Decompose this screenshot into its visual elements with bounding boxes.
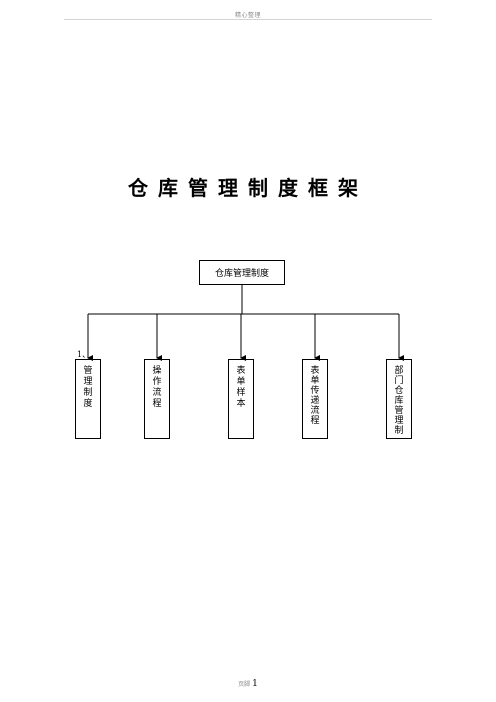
org-chart-child-department-warehouse-rules: 部门仓库管理制 [386, 359, 412, 439]
child-label-char: 度 [83, 399, 93, 409]
child-label-char: 理 [83, 377, 93, 387]
child-label-char: 程 [310, 416, 320, 426]
org-chart-child-form-samples: 表单样本 [228, 359, 254, 439]
child-label: 表单样本 [229, 366, 253, 410]
org-chart-root-label: 仓库管理制度 [214, 269, 269, 279]
child-label: 管理制度 [76, 366, 100, 410]
header-rule [64, 19, 432, 20]
org-chart-root-box: 仓库管理制度 [199, 260, 285, 285]
child-label-char: 理 [394, 416, 404, 426]
child-label-char: 表 [310, 366, 320, 376]
list-marker: 1、 [77, 350, 91, 359]
footer-label: 页脚 [238, 681, 251, 688]
child-label-char: 管 [83, 366, 93, 376]
child-label: 部门仓库管理制 [387, 366, 411, 436]
child-label: 操作流程 [145, 366, 169, 410]
child-label-char: 样 [236, 388, 246, 398]
child-label-char: 单 [236, 377, 246, 387]
child-label-char: 流 [310, 406, 320, 416]
child-label-char: 部 [394, 366, 404, 376]
org-chart-child-form-transfer-flow: 表单传递流程 [302, 359, 328, 439]
document-title: 仓库管理制度框架 [128, 176, 368, 200]
child-label-char: 作 [152, 377, 162, 387]
child-label-char: 库 [394, 396, 404, 406]
header-watermark: 精心整理 [234, 12, 261, 19]
child-label-char: 表 [236, 366, 246, 376]
page-number: 1 [252, 679, 258, 689]
child-label-char: 制 [394, 426, 404, 436]
org-chart-child-management-rules: 管理制度 [75, 359, 101, 439]
child-label-char: 流 [152, 388, 162, 398]
child-label-char: 管 [394, 406, 404, 416]
child-label-char: 单 [310, 376, 320, 386]
child-label-char: 门 [394, 376, 404, 386]
child-label-char: 递 [310, 396, 320, 406]
child-label: 表单传递流程 [303, 366, 327, 426]
child-label-char: 仓 [394, 386, 404, 396]
child-label-char: 本 [236, 399, 246, 409]
org-chart-child-operation-flow: 操作流程 [144, 359, 170, 439]
child-label-char: 制 [83, 388, 93, 398]
child-label-char: 操 [152, 366, 162, 376]
child-label-char: 传 [310, 386, 320, 396]
child-label-char: 程 [152, 399, 162, 409]
